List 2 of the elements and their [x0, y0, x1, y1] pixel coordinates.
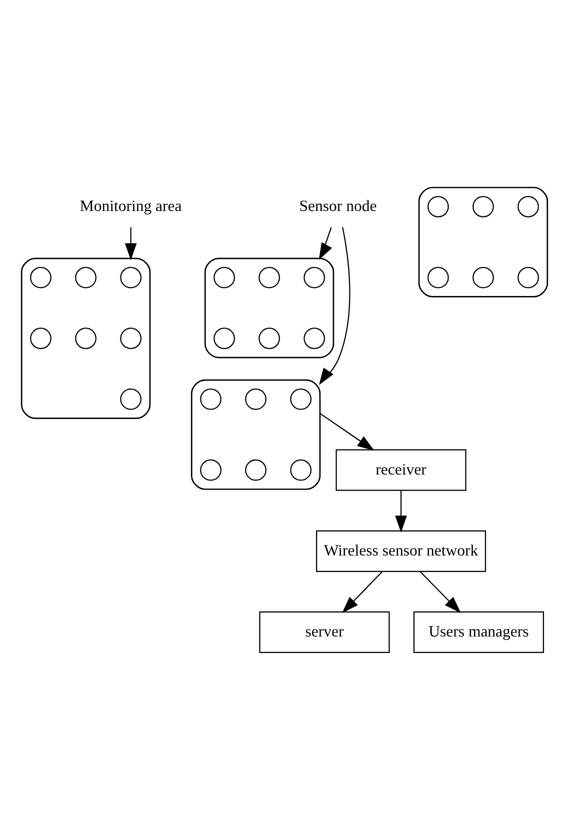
node-text: Monitoring area	[80, 197, 182, 214]
node-text: Sensor node	[299, 197, 377, 214]
